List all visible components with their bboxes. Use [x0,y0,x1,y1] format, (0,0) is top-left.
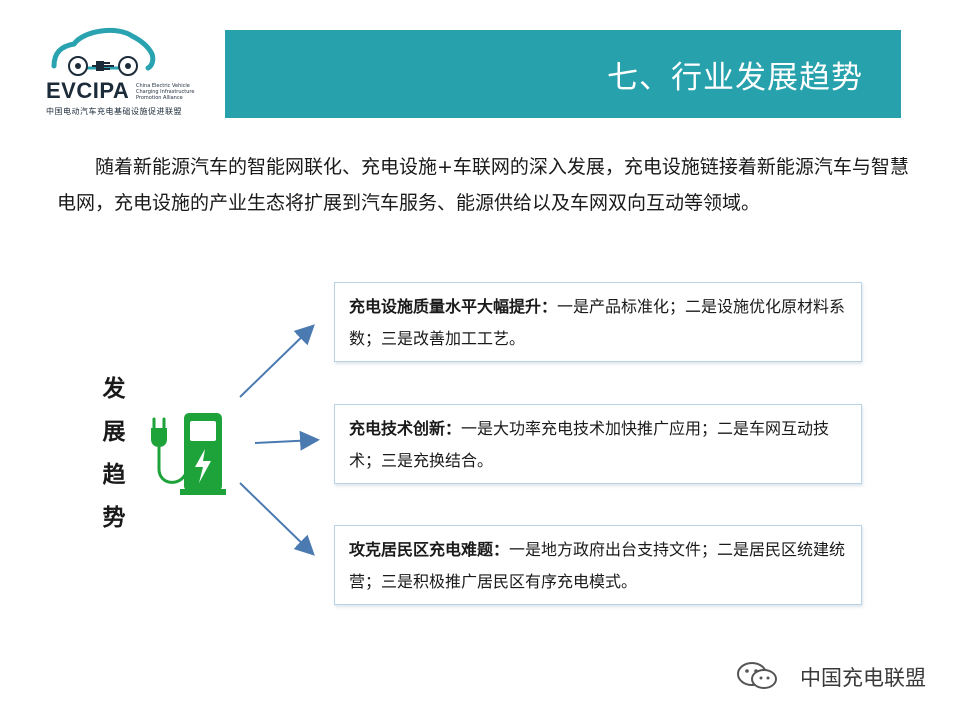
trend-card-body: 一是产品标准化；二是设施优化原材料系数；三是改善加工工艺。 [349,297,846,348]
side-label-char: 势 [102,505,126,531]
logo-english-line: Promotion Alliance [136,95,183,101]
intro-paragraph: 随着新能源汽车的智能网联化、充电设施+车联网的深入发展，充电设施链接着新能源汽车… [57,156,909,214]
logo-english-line: Charging Infrastructure [136,89,195,95]
side-label-char: 发 [102,376,126,402]
evcipa-logo: EVCIPA China Electric Vehicle Charging I… [40,22,200,122]
trend-card-body: 一是地方政府出台支持文件；二是居民区统建统营；三是积极推广居民区有序充电模式。 [349,540,846,591]
trend-card-body: 一是大功率充电技术加快推广应用；二是车网互动技术；三是充换结合。 [349,419,830,470]
page-title: 七、行业发展趋势 [607,60,863,96]
side-label-char: 展 [102,419,126,445]
trend-card-heading: 充电技术创新： [349,419,462,438]
trend-card-heading: 充电设施质量水平大幅提升： [349,297,558,316]
title-bar: 七、行业发展趋势 [225,30,901,118]
car-plug-icon [51,28,156,76]
logo-english-name: China Electric Vehicle Charging Infrastr… [136,83,200,101]
footer-watermark: 中国充电联盟 [800,666,926,690]
trend-card: 充电设施质量水平大幅提升：一是产品标准化；二是设施优化原材料系数；三是改善加工工… [334,282,862,362]
trend-card-heading: 攻克居民区充电难题： [349,540,510,559]
logo-english-line: China Electric Vehicle [136,83,190,89]
logo-chinese-name: 中国电动汽车充电基础设施促进联盟 [46,107,182,116]
ev-charger-icon [151,413,226,495]
trend-card: 充电技术创新：一是大功率充电技术加快推广应用；二是车网互动技术；三是充换结合。 [334,404,862,484]
side-label-char: 趋 [102,462,126,488]
arrow-to-card-1 [239,324,315,398]
side-label: 发 展 趋 势 [99,368,129,540]
wechat-icon [737,662,777,689]
arrow-to-card-3 [239,482,315,556]
trend-card: 攻克居民区充电难题：一是地方政府出台支持文件；二是居民区统建统营；三是积极推广居… [334,525,862,605]
logo-name: EVCIPA [46,78,130,103]
arrow-to-card-2 [254,430,320,451]
